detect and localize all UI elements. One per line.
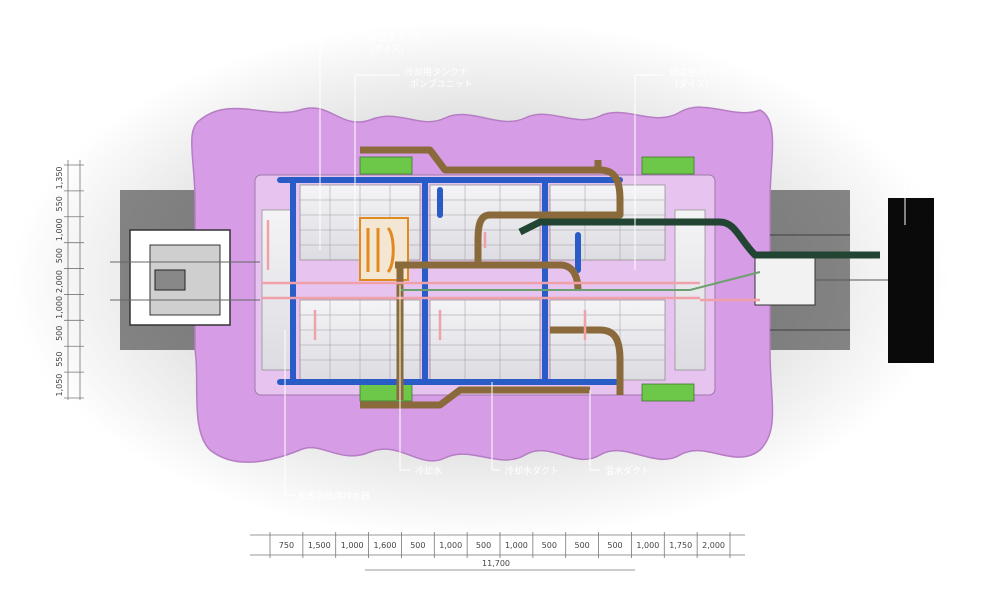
scale-label: 1,000 — [341, 541, 364, 550]
label-bottom-1: 冷却水 — [415, 465, 442, 477]
scale-label: 500 — [575, 541, 590, 550]
green-marker — [359, 156, 413, 175]
label-rack-top-left-1: 回転整流ラック — [360, 31, 423, 43]
scale-label: 1,350 — [55, 166, 64, 189]
scale-label: 500 — [542, 541, 557, 550]
vertical-scale: 1,350 550 1,000 500 2,000 1,000 500 550 1,050 — [55, 160, 84, 400]
leader-bottom-3 — [589, 390, 600, 471]
scale-label: 500 — [410, 541, 425, 550]
label-bottom-left: 設置防振用排水器 — [298, 490, 370, 502]
scale-label: 1,050 — [55, 374, 64, 397]
label-bottom-3: 温水ダクト — [605, 465, 650, 477]
leader-lines — [284, 39, 906, 496]
scale-total: 11,700 — [482, 559, 510, 568]
brown-pipe — [550, 326, 624, 395]
scale-label: 1,750 — [669, 541, 692, 550]
leader-bottom-2 — [491, 382, 500, 471]
label-rack-top-left-2: (ダイス) — [370, 43, 404, 55]
cabinet — [261, 209, 293, 371]
pink-pipe-network — [262, 220, 760, 340]
brown-pipe — [360, 146, 624, 265]
label-bottom-2: 冷却水ダクト — [505, 465, 559, 477]
cabinet — [549, 299, 666, 381]
green-marker — [641, 156, 695, 175]
scale-label: 500 — [476, 541, 491, 550]
brown-pipe — [395, 261, 582, 291]
horizontal-scale: 750 1,500 1,000 1,600 500 1,000 500 1,000 500 500… — [250, 532, 745, 571]
scale-label: 1,000 — [505, 541, 528, 550]
cabinet — [429, 299, 541, 381]
green-thin-pipe — [400, 271, 761, 291]
label-rack-top-right-1: 固定整流ラック — [670, 66, 733, 78]
leader-rack-top-left — [319, 39, 355, 250]
scale-label: 500 — [55, 248, 64, 263]
right-connector — [754, 254, 816, 306]
scale-label: 1,500 — [308, 541, 331, 550]
dark-green-pipe — [518, 218, 880, 259]
scale-label: 550 — [55, 196, 64, 211]
scale-label: 500 — [55, 326, 64, 341]
scale-label: 500 — [607, 541, 622, 550]
label-unit-1: 冷却用タンクナ — [405, 66, 468, 78]
scale-label: 550 — [55, 352, 64, 367]
green-marker — [641, 383, 695, 402]
scale-label: 1,600 — [374, 541, 397, 550]
label-unit-2: ポンプユニット — [410, 79, 473, 90]
green-marker — [359, 383, 413, 402]
label-radiator: ラジエーター — [845, 127, 899, 138]
left-unit-motor — [154, 269, 186, 291]
scale-label: 1,000 — [439, 541, 462, 550]
radiator — [888, 198, 934, 363]
scale-label: 750 — [279, 541, 294, 550]
scale-label: 2,000 — [702, 541, 725, 550]
leader-unit — [354, 74, 400, 230]
cabinet — [429, 184, 541, 261]
cooling-pump-coil — [366, 226, 395, 274]
leader-bottom-1 — [399, 285, 410, 471]
leader-rack-top-right — [634, 74, 665, 270]
scale-label: 1,000 — [55, 296, 64, 319]
scale-label: 1,000 — [636, 541, 659, 550]
scale-label: 2,000 — [55, 270, 64, 293]
label-rack-top-right-2: (ダイス) — [675, 78, 709, 90]
leader-bottom-left — [284, 330, 295, 496]
scale-label: 1,000 — [55, 218, 64, 241]
